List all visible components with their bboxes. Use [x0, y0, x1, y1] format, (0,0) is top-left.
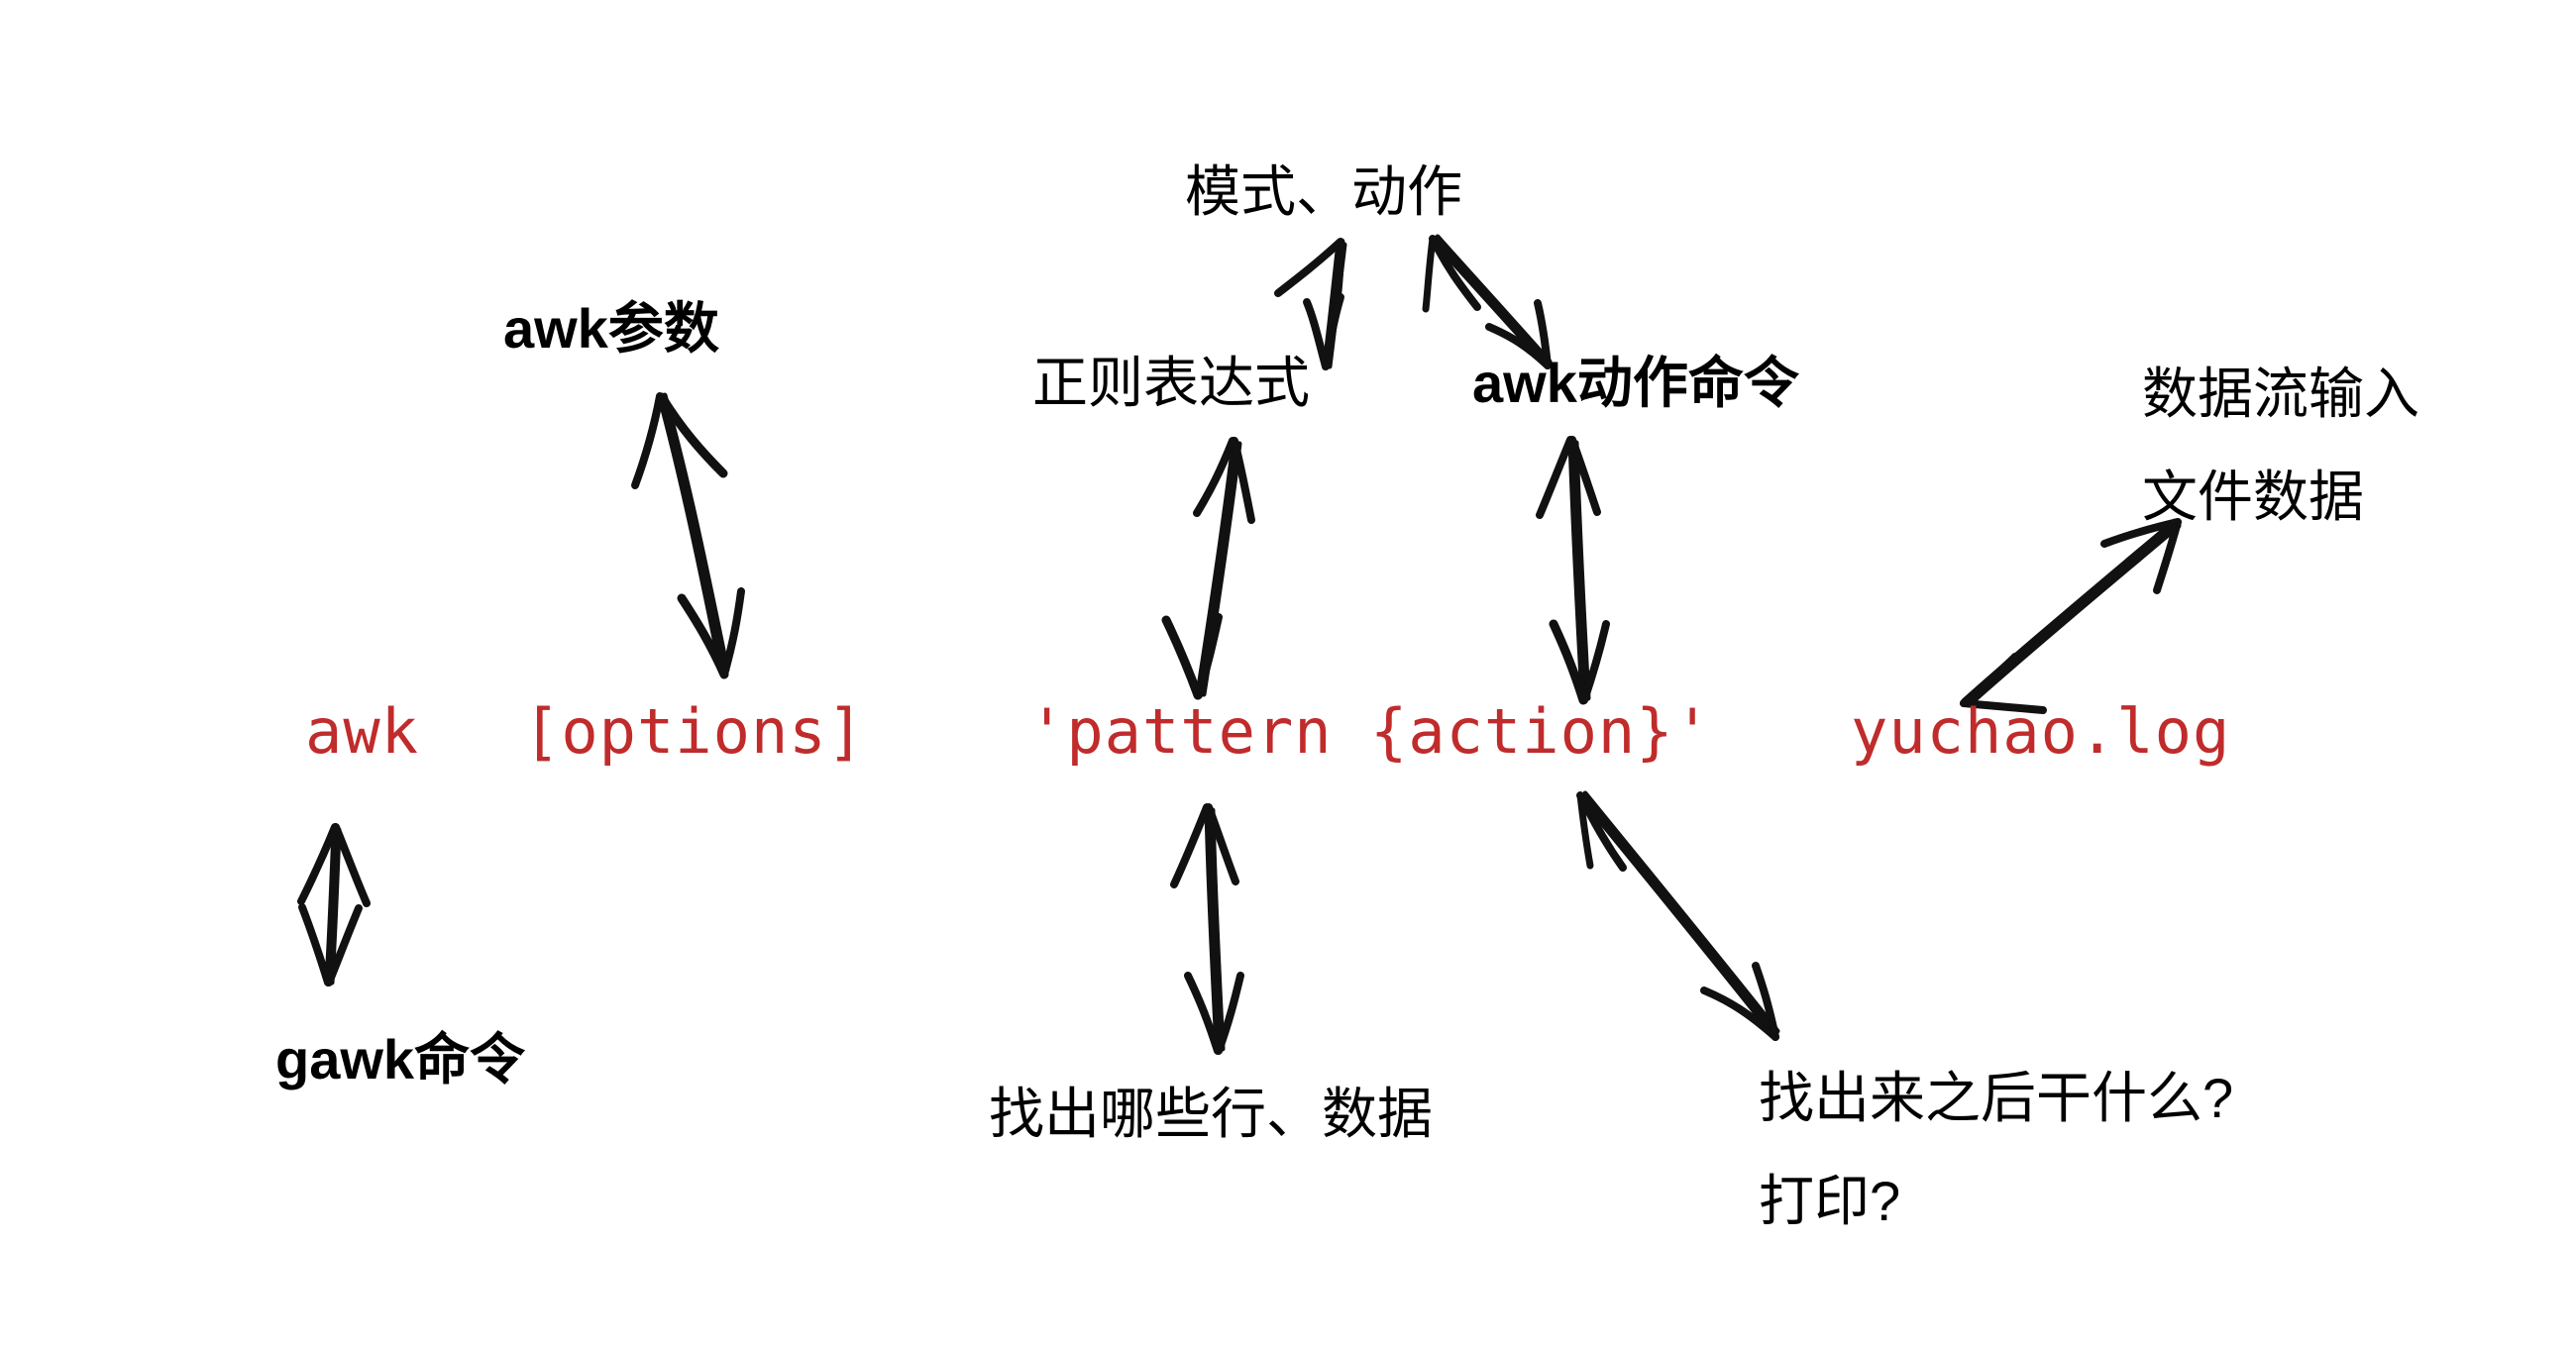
connector-pattern-to-which-lines	[1170, 803, 1244, 1055]
command-part-file[interactable]: yuchao.log	[1851, 695, 2231, 768]
connector-mode-to-regex	[1274, 238, 1347, 370]
annotation-then-what-line2: 打印?	[1759, 1170, 1901, 1232]
annotation-regex: 正则表达式	[1032, 352, 1310, 414]
annotation-which-lines: 找出哪些行、数据	[989, 1083, 1433, 1145]
annotation-datastream-line1: 数据流输入	[2142, 363, 2419, 425]
connector-action-to-then-what	[1576, 790, 1780, 1041]
annotation-mode-action: 模式、动作	[1185, 160, 1462, 223]
command-part-pattern-action[interactable]: 'pattern {action}'	[1028, 695, 1712, 768]
annotation-awk-params: awk参数	[503, 297, 719, 360]
connector-awk-params-to-options	[631, 392, 745, 679]
command-part-options[interactable]: [options]	[523, 695, 865, 768]
connector-awk-to-gawk	[297, 823, 371, 986]
annotation-awk-action-command: awk动作命令	[1472, 352, 1799, 414]
command-part-awk[interactable]: awk	[305, 695, 419, 768]
connector-action-to-action	[1536, 436, 1610, 705]
connector-mode-to-action	[1422, 234, 1553, 369]
connector-regex-to-pattern	[1161, 437, 1255, 700]
annotation-then-what-line1: 找出来之后干什么?	[1759, 1067, 2234, 1129]
connector-file-to-datastream	[1960, 518, 2182, 714]
annotation-datastream-line2: 文件数据	[2142, 466, 2364, 528]
annotation-gawk-command: gawk命令	[275, 1028, 526, 1090]
